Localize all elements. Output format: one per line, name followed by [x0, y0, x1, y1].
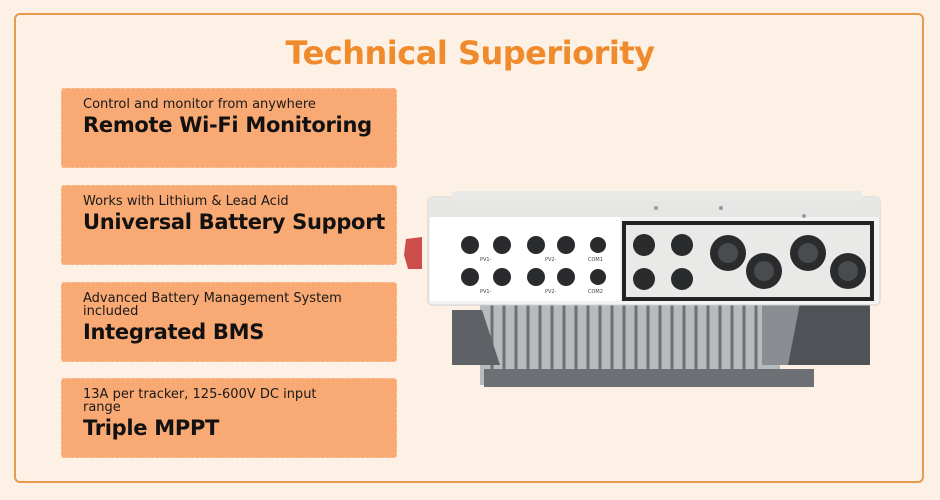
- pv2-label: PV2-: [545, 289, 557, 295]
- feature-card-battery: Works with Lithium & Lead Acid Universal…: [61, 185, 397, 265]
- feature-card-mppt: 13A per tracker, 125-600V DC input range…: [61, 378, 397, 458]
- com1-label: COM1: [588, 257, 603, 263]
- feature-heading: Integrated BMS: [83, 320, 265, 344]
- feature-card-wifi: Control and monitor from anywhere Remote…: [61, 88, 397, 168]
- feature-heading: Remote Wi-Fi Monitoring: [83, 113, 372, 137]
- dc-switch-icon: [404, 237, 422, 269]
- pv2-label: PV2-: [545, 257, 557, 263]
- feature-subtitle: 13A per tracker, 125-600V DC input range: [83, 387, 317, 415]
- feature-subtitle: Control and monitor from anywhere: [83, 97, 316, 112]
- com2-label: COM2: [588, 289, 603, 295]
- page-title: Technical Superiority: [285, 34, 655, 72]
- feature-heading: Universal Battery Support: [83, 210, 385, 234]
- inverter-image: PV1- PV2- COM1 PV1- PV2- COM2: [404, 191, 881, 387]
- feature-heading: Triple MPPT: [83, 416, 220, 440]
- feature-card-bms: Advanced Battery Management System inclu…: [61, 282, 397, 362]
- feature-subtitle: Works with Lithium & Lead Acid: [83, 194, 289, 209]
- feature-subtitle: Advanced Battery Management System inclu…: [83, 291, 342, 319]
- pv1-label: PV1-: [480, 257, 492, 263]
- pv1-label: PV1-: [480, 289, 492, 295]
